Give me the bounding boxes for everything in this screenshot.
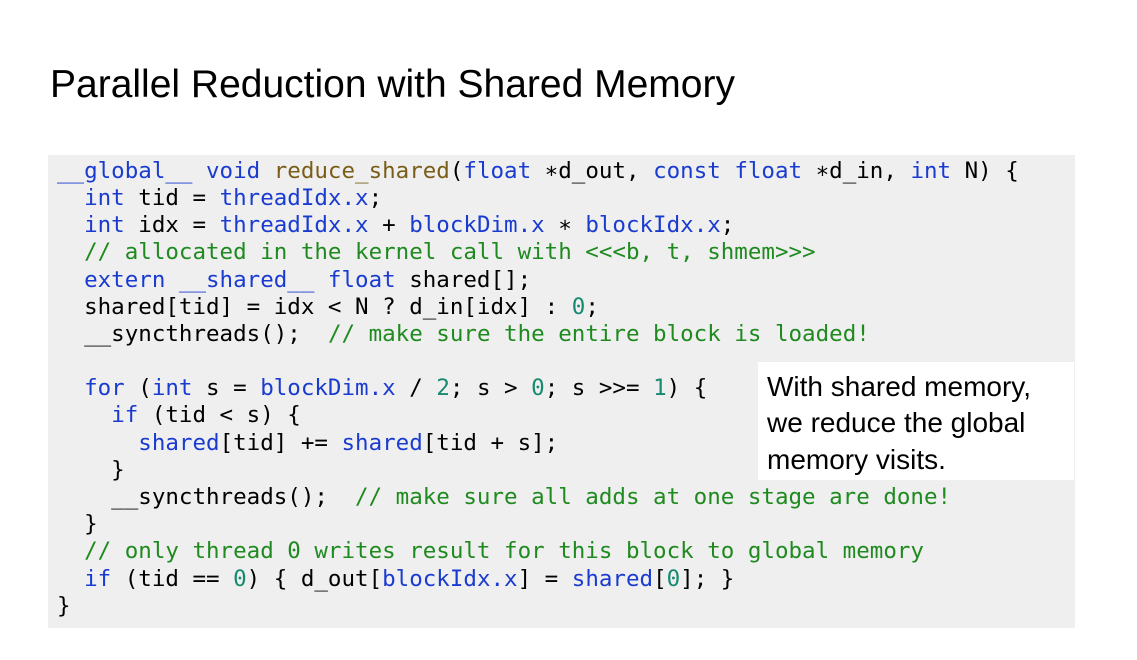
code-token: shared xyxy=(571,566,654,592)
code-token: 0 xyxy=(233,566,247,592)
code-line-6: shared[tid] = idx < N ? d_in[idx] : 0; xyxy=(57,294,599,321)
code-token: for xyxy=(84,375,125,401)
code-token: ( xyxy=(449,158,464,184)
code-comment: // make sure all adds at one stage are d… xyxy=(355,484,952,510)
code-token: [tid] += xyxy=(219,430,342,456)
code-token: ( xyxy=(124,375,152,401)
code-line-3: int idx = threadIdx.x + blockDim.x ∗ blo… xyxy=(57,212,734,239)
code-token: extern __shared__ float xyxy=(84,267,396,293)
code-token: blockIdx.x xyxy=(382,566,518,592)
code-token: ; xyxy=(585,294,599,320)
code-token: ; s > xyxy=(449,375,532,401)
code-token: [tid + s]; xyxy=(422,430,559,456)
callout-line-2: we reduce the global xyxy=(767,407,1026,438)
code-token: 0 xyxy=(666,566,681,592)
code-token xyxy=(57,566,84,592)
slide-title: Parallel Reduction with Shared Memory xyxy=(50,63,735,106)
code-token: __syncthreads(); xyxy=(57,321,328,347)
code-token: ) { d_out[ xyxy=(246,566,383,592)
code-token xyxy=(57,239,84,265)
code-token: tid = xyxy=(124,185,220,211)
code-line-13: __syncthreads(); // make sure all adds a… xyxy=(57,484,951,511)
code-token: 0 xyxy=(571,294,586,320)
code-token: ∗d_in, xyxy=(802,158,911,184)
code-token: int xyxy=(84,185,125,211)
code-token: } xyxy=(57,457,125,483)
code-token: } xyxy=(57,511,98,537)
callout-note: With shared memory, we reduce the global… xyxy=(758,362,1074,480)
code-line-5: extern __shared__ float shared[]; xyxy=(57,267,531,294)
code-line-16: if (tid == 0) { d_out[blockIdx.x] = shar… xyxy=(57,566,734,593)
code-token: 2 xyxy=(436,375,450,401)
code-token: [ xyxy=(653,566,667,592)
code-token: ; xyxy=(720,212,735,238)
code-line-15: // only thread 0 writes result for this … xyxy=(57,538,924,565)
code-token xyxy=(57,267,84,293)
code-token xyxy=(57,375,84,401)
code-token xyxy=(57,430,138,456)
code-token: __syncthreads(); xyxy=(57,484,356,510)
code-token: shared xyxy=(341,430,423,456)
code-token: shared[tid] = idx < N ? d_in[idx] : xyxy=(57,294,572,320)
code-token: ) { xyxy=(666,375,708,401)
code-token: ∗d_out, xyxy=(531,158,654,184)
code-token: threadIdx.x xyxy=(219,212,369,238)
code-line-10: if (tid < s) { xyxy=(57,402,301,429)
code-token xyxy=(57,185,84,211)
code-token: if xyxy=(84,566,112,592)
code-token xyxy=(57,212,84,238)
code-token: s = xyxy=(192,375,261,401)
code-token: shared xyxy=(138,430,220,456)
code-line-9: for (int s = blockDim.x / 2; s > 0; s >>… xyxy=(57,375,707,402)
code-line-7: __syncthreads(); // make sure the entire… xyxy=(57,321,870,348)
code-line-12: } xyxy=(57,457,125,484)
code-token: shared[]; xyxy=(395,267,532,293)
code-line-4: // allocated in the kernel call with <<<… xyxy=(57,239,816,266)
code-token: 0 xyxy=(531,375,545,401)
code-comment: // only thread 0 writes result for this … xyxy=(84,538,924,564)
code-token: const float xyxy=(653,158,803,184)
code-token: int xyxy=(910,158,952,184)
code-token: ∗ xyxy=(544,212,586,238)
code-token: blockDim.x xyxy=(260,375,396,401)
code-token xyxy=(57,402,111,428)
code-line-2: int tid = threadIdx.x; xyxy=(57,185,382,212)
code-token: if xyxy=(111,402,139,428)
code-token xyxy=(57,538,84,564)
code-token: N) { xyxy=(951,158,1019,184)
code-token: threadIdx.x xyxy=(219,185,369,211)
code-token: (tid < s) { xyxy=(138,402,301,428)
code-comment: // allocated in the kernel call with <<<… xyxy=(84,239,816,265)
code-line-17: } xyxy=(57,593,71,620)
code-token: blockDim.x xyxy=(409,212,545,238)
code-line-11: shared[tid] += shared[tid + s]; xyxy=(57,430,558,457)
code-token: 1 xyxy=(653,375,667,401)
code-token: ; xyxy=(368,185,383,211)
code-token: (tid == xyxy=(111,566,234,592)
code-token: int xyxy=(84,212,125,238)
code-token: ; s >>= xyxy=(544,375,654,401)
code-token: ]; } xyxy=(680,566,735,592)
code-line-1: __global__ void reduce_shared(float ∗d_o… xyxy=(57,158,1019,185)
code-token: + xyxy=(368,212,410,238)
callout-line-1: With shared memory, xyxy=(767,371,1031,402)
code-token: float xyxy=(463,158,532,184)
code-token: ] = xyxy=(517,566,572,592)
code-token xyxy=(260,158,274,184)
code-token: idx = xyxy=(124,212,220,238)
code-token: blockIdx.x xyxy=(585,212,721,238)
code-comment: // make sure the entire block is loaded! xyxy=(327,321,870,347)
code-line-14: } xyxy=(57,511,98,538)
code-token: reduce_shared xyxy=(273,158,450,184)
code-token: __global__ void xyxy=(57,158,261,184)
code-token: / xyxy=(395,375,437,401)
code-token: } xyxy=(57,593,71,619)
code-token: int xyxy=(151,375,193,401)
callout-line-3: memory visits. xyxy=(767,444,946,475)
